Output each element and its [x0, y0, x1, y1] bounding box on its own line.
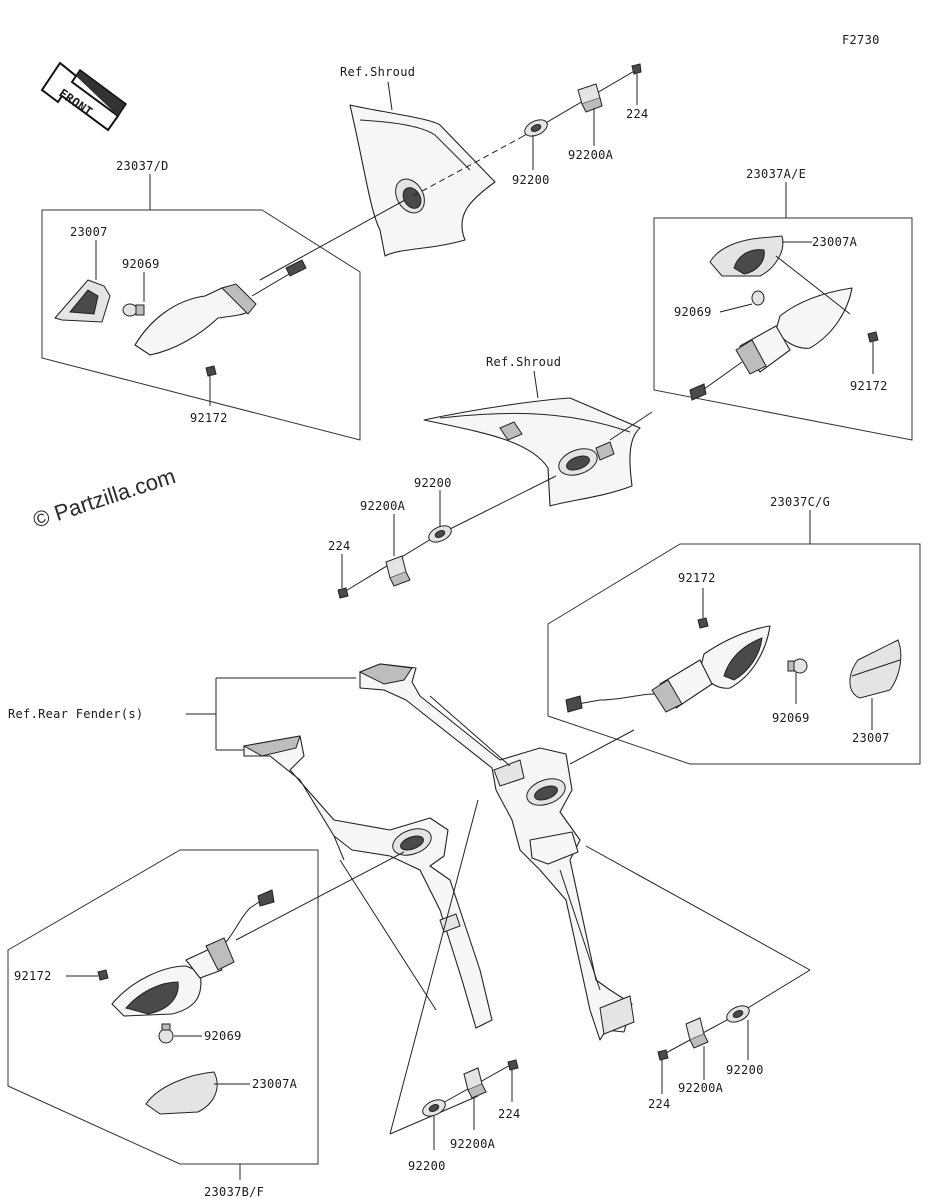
mid-gasket — [428, 525, 452, 543]
front-left-lens-label: 23007 — [70, 225, 108, 239]
mid-bracket — [385, 555, 411, 587]
rear-fender-bracket-left — [242, 735, 493, 1029]
front-right-bulb — [751, 290, 765, 306]
front-left-screw-label: 92172 — [190, 411, 228, 425]
front-right-signal — [689, 287, 853, 401]
bottom-right-gasket-label: 92200 — [726, 1063, 764, 1077]
upper-shroud: Ref.Shroud — [340, 65, 496, 257]
front-left-lens — [54, 279, 111, 323]
top-bolt-label: 224 — [626, 107, 649, 121]
mid-bolt-label: 224 — [328, 539, 351, 553]
rear-right-assembly-box: 23037C/G — [547, 495, 921, 765]
bottom-right-bracket-label: 92200A — [678, 1081, 724, 1095]
front-left-screw — [205, 365, 217, 377]
mid-bolt — [337, 587, 349, 599]
front-direction-arrow: FRONT — [40, 61, 128, 132]
mid-bracket-label: 92200A — [360, 499, 406, 513]
front-left-assembly-label: 23037/D — [116, 159, 169, 173]
front-left-assembly-box: 23037/D — [41, 159, 361, 441]
bottom-right-bolt — [657, 1049, 669, 1061]
rear-right-bulb-label: 92069 — [772, 711, 810, 725]
front-right-screw-label: 92172 — [850, 379, 888, 393]
rear-left-signal — [111, 889, 275, 1017]
rear-left-lens — [145, 1071, 218, 1115]
top-bolt — [631, 63, 642, 75]
top-bracket — [577, 83, 603, 113]
front-right-lens-label: 23007A — [812, 235, 858, 249]
bottom-left-gasket — [422, 1099, 446, 1117]
bottom-right-bolt-label: 224 — [648, 1097, 671, 1111]
rear-left-assembly-label: 23037B/F — [204, 1185, 264, 1199]
bottom-left-bolt — [507, 1059, 519, 1071]
middle-shroud: Ref.Shroud — [423, 355, 641, 507]
front-left-signal — [134, 259, 307, 356]
rear-fender-bracket-right — [358, 663, 635, 1041]
front-left-bulb — [122, 303, 145, 317]
bottom-right-bracket — [685, 1017, 709, 1049]
figure-code: F2730 — [842, 33, 880, 47]
watermark: © Partzilla.com — [30, 463, 179, 533]
rear-right-lens-label: 23007 — [852, 731, 890, 745]
bottom-right-gasket — [726, 1005, 750, 1023]
rear-right-screw — [697, 617, 709, 629]
mid-gasket-label: 92200 — [414, 476, 452, 490]
bottom-left-bracket-label: 92200A — [450, 1137, 496, 1151]
front-right-assembly-box: 23037A/E — [653, 167, 913, 441]
rear-right-signal — [565, 625, 771, 713]
front-right-lens — [709, 235, 784, 277]
ref-shroud-lower-label: Ref.Shroud — [486, 355, 561, 369]
rear-right-assembly-label: 23037C/G — [770, 495, 830, 509]
rear-left-assembly-box: 23037B/F — [7, 849, 319, 1199]
rear-left-lens-label: 23007A — [252, 1077, 298, 1091]
front-right-screw — [867, 331, 879, 343]
rear-right-screw-label: 92172 — [678, 571, 716, 585]
bottom-left-gasket-label: 92200 — [408, 1159, 446, 1173]
rear-left-bulb-label: 92069 — [204, 1029, 242, 1043]
bottom-left-bolt-label: 224 — [498, 1107, 521, 1121]
bottom-left-bracket — [463, 1067, 487, 1099]
ref-shroud-upper-label: Ref.Shroud — [340, 65, 415, 79]
rear-right-bulb — [787, 658, 808, 674]
top-gasket-label: 92200 — [512, 173, 550, 187]
top-gasket — [524, 119, 548, 137]
front-right-assembly-label: 23037A/E — [746, 167, 806, 181]
front-right-bulb-label: 92069 — [674, 305, 712, 319]
ref-rear-fender-label: Ref.Rear Fender(s) — [8, 707, 143, 721]
top-bracket-label: 92200A — [568, 148, 614, 162]
rear-left-screw-label: 92172 — [14, 969, 52, 983]
rear-left-bulb — [158, 1023, 174, 1044]
rear-right-lens — [849, 639, 902, 699]
front-left-bulb-label: 92069 — [122, 257, 160, 271]
rear-left-screw — [97, 969, 109, 981]
